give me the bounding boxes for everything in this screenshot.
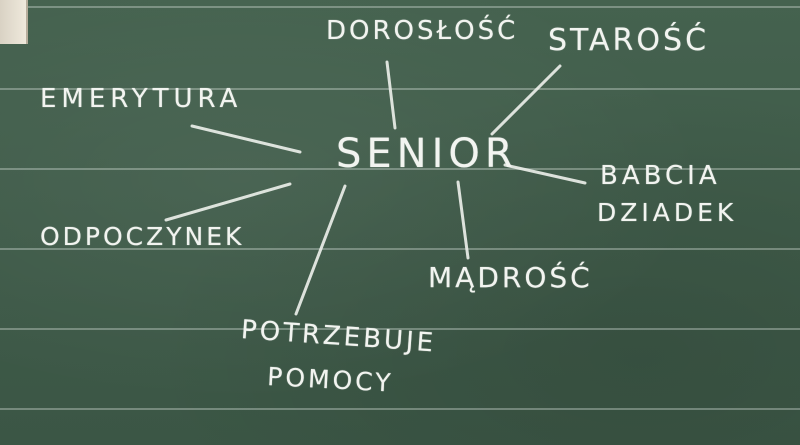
- ruled-line: [0, 168, 800, 170]
- connector-doroslosc: [385, 60, 397, 130]
- connector-emerytura: [190, 124, 302, 154]
- ruled-line: [0, 328, 800, 330]
- word-emerytura: EMERYTURA: [40, 84, 243, 114]
- ruled-line: [0, 6, 800, 8]
- connector-potrzebuje: [294, 184, 347, 316]
- connector-starosc: [490, 64, 562, 136]
- chalk-eraser: [0, 0, 28, 44]
- ruled-line: [0, 88, 800, 90]
- word-odpoczynek: ODPOCZYNEK: [40, 222, 245, 251]
- word-dziadek: DZIADEK: [597, 198, 738, 227]
- word-pomocy: POMOCY: [266, 362, 395, 398]
- ruled-line: [0, 248, 800, 250]
- ruled-line: [0, 408, 800, 410]
- connector-madrosc: [456, 180, 470, 260]
- connector-babcia: [503, 163, 587, 185]
- word-babcia: BABCIA: [600, 161, 721, 191]
- connector-odpoczynek: [164, 182, 292, 222]
- word-madrosc: MĄDROŚĆ: [428, 261, 593, 294]
- word-starosc: STAROŚĆ: [548, 23, 710, 58]
- word-doroslosc: DOROSŁOŚĆ: [326, 16, 519, 46]
- center-word-senior: SENIOR: [336, 131, 518, 177]
